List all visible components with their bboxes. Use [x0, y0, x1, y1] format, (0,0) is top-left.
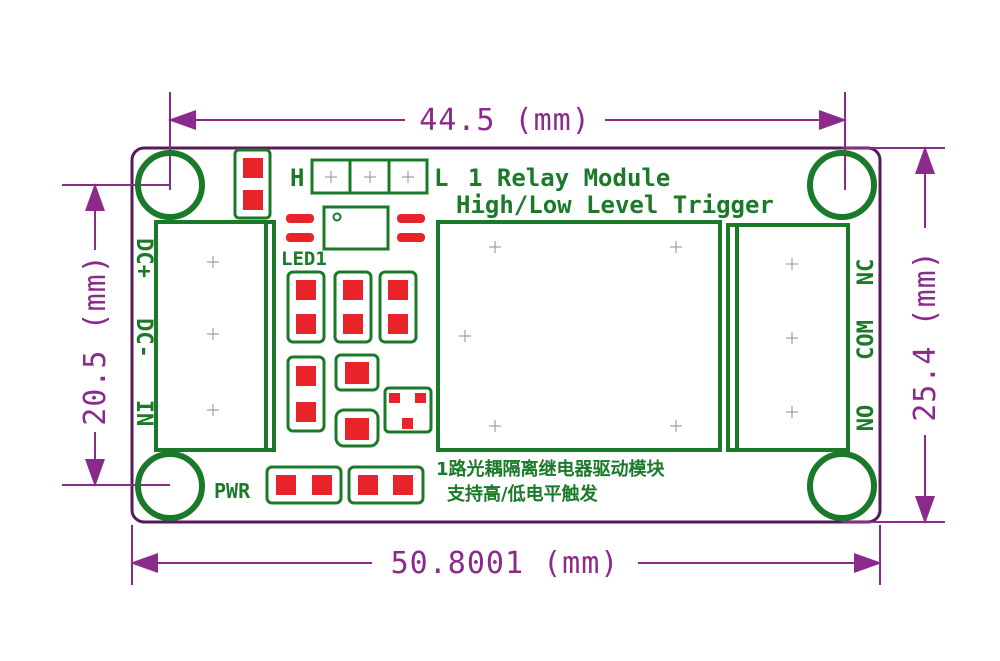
mounting-holes [135, 150, 877, 521]
board-description-cn-line1: 1路光耦隔离继电器驱动模块 [436, 458, 666, 480]
dimension-lines [62, 92, 945, 585]
label-jumper-low: L [434, 164, 448, 192]
terminal-block-input [154, 220, 276, 452]
board-description-cn-line2: 支持高/低电平触发 [446, 483, 599, 505]
mounting-hole-top-right [807, 150, 877, 220]
label-pwr: PWR [214, 479, 251, 503]
pad [243, 190, 263, 210]
pad [397, 233, 425, 242]
mounting-hole-bottom-right [807, 451, 877, 521]
jumper-header [310, 158, 429, 195]
label-in: IN [131, 400, 156, 427]
pad [286, 233, 314, 242]
relay-body [436, 220, 722, 452]
pad [397, 214, 425, 223]
label-nc: NC [854, 259, 879, 286]
terminal-block-output [726, 223, 850, 452]
terminal-output-pins [786, 258, 798, 418]
component-outline [233, 148, 272, 220]
smd-components [286, 270, 433, 448]
label-led1: LED1 [281, 248, 327, 270]
label-jumper-high: H [290, 164, 304, 192]
pad [286, 214, 314, 223]
dimension-width-top: 44.5 (mm) [419, 103, 591, 138]
pad [243, 158, 263, 178]
relay-pins [459, 241, 682, 432]
dimension-width-bottom: 50.8001 (mm) [391, 546, 620, 581]
mounting-hole-bottom-left [135, 451, 205, 521]
terminal-input-pins [207, 256, 219, 416]
label-dc-minus: DC- [131, 318, 156, 358]
optocoupler-chip [322, 205, 390, 251]
label-dc-plus: DC+ [131, 238, 156, 278]
label-no: NO [854, 405, 879, 432]
board-title-line1: 1 Relay Module [468, 164, 670, 192]
mounting-hole-top-left [135, 150, 205, 220]
dimension-height-right: 25.4 (mm) [908, 250, 943, 422]
board-title-line2: High/Low Level Trigger [456, 191, 774, 219]
label-com: COM [854, 320, 879, 360]
pwr-components [265, 465, 425, 505]
board-outline [130, 146, 882, 524]
dimension-height-left: 20.5 (mm) [78, 254, 113, 426]
